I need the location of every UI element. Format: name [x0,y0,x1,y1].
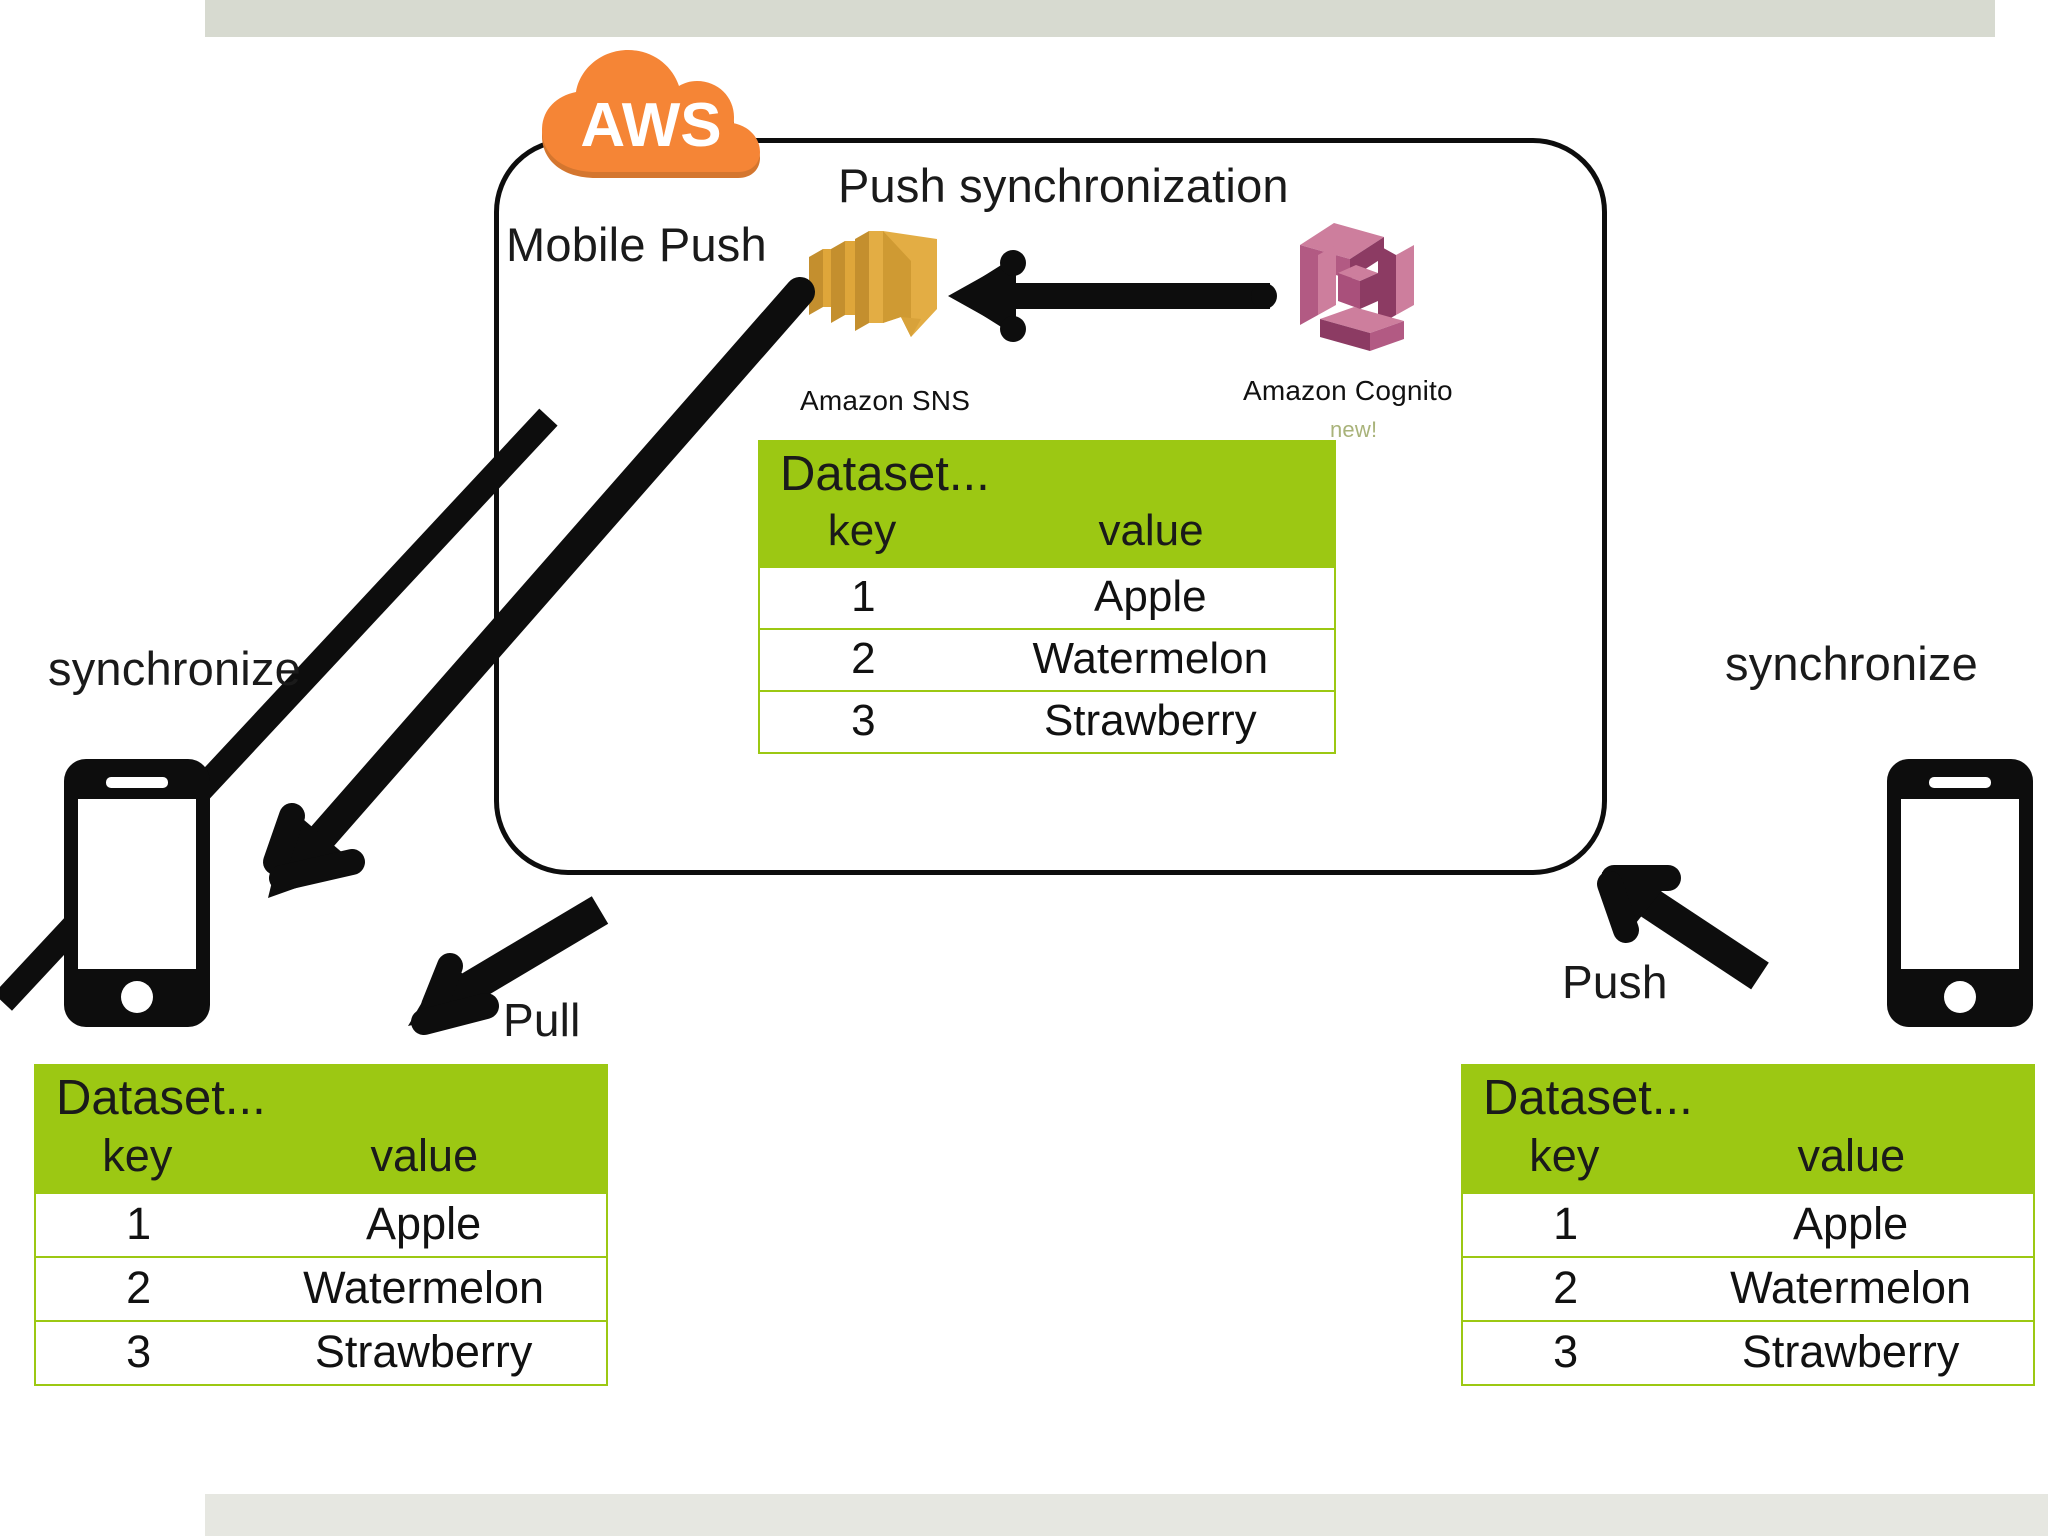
dataset-header-center: Dataset... key value [758,440,1336,569]
column-header-value: value [1098,506,1204,556]
slide-bottom-bar [205,1494,2048,1536]
cell-key: 2 [126,1262,152,1314]
column-header-value: value [370,1130,479,1182]
table-row: 1 Apple [758,568,1336,631]
dataset-table-left: Dataset... key value 1 Apple 2 Watermelo… [34,1064,608,1387]
dataset-column-headers: key value [1461,1126,2035,1190]
column-header-value: value [1797,1130,1906,1182]
cell-value: Strawberry [1043,696,1257,746]
column-header-key: key [1529,1130,1600,1182]
cell-key: 3 [851,696,876,746]
right-device-sync-label: synchronize [1725,637,1978,690]
table-row: 2 Watermelon [34,1258,608,1323]
cell-value: Watermelon [1032,634,1269,684]
table-row: 3 Strawberry [758,692,1336,755]
table-row: 3 Strawberry [34,1322,608,1387]
column-header-key: key [102,1130,173,1182]
cell-key: 2 [1553,1262,1579,1314]
cell-value: Apple [1094,572,1207,622]
dataset-column-headers: key value [34,1126,608,1190]
cell-value: Apple [366,1198,482,1250]
left-device-sync-label: synchronize [48,642,301,695]
table-row: 1 Apple [34,1194,608,1259]
aws-logo-text: AWS [580,91,721,160]
slide-top-bar [205,0,1995,37]
cell-key: 1 [126,1198,152,1250]
cell-value: Strawberry [1741,1326,1960,1378]
dataset-table-right: Dataset... key value 1 Apple 2 Watermelo… [1461,1064,2035,1387]
aws-cloud-icon: AWS [536,50,766,185]
cell-value: Watermelon [303,1262,545,1314]
cell-key: 1 [851,572,876,622]
cognito-new-badge: new! [1330,417,1378,442]
mobile-phone-icon-right [1885,757,2035,1029]
page-title: Push synchronization [838,159,1289,212]
dataset-column-headers: key value [758,502,1336,564]
cell-key: 3 [126,1326,152,1378]
cell-key: 2 [851,634,876,684]
dataset-title: Dataset... [56,1071,266,1125]
cell-value: Strawberry [314,1326,533,1378]
pull-arrow-label: Pull [503,994,581,1046]
cell-key: 1 [1553,1198,1579,1250]
column-header-key: key [827,506,897,556]
dataset-header-left: Dataset... key value [34,1064,608,1195]
table-row: 2 Watermelon [1461,1258,2035,1323]
table-row: 1 Apple [1461,1194,2035,1259]
dataset-header-right: Dataset... key value [1461,1064,2035,1195]
mobile-push-label: Mobile Push [506,218,767,271]
amazon-sns-label: Amazon SNS [800,385,971,416]
cell-value: Apple [1793,1198,1909,1250]
table-row: 2 Watermelon [758,630,1336,693]
cell-value: Watermelon [1730,1262,1972,1314]
dataset-table-center: Dataset... key value 1 Apple 2 Watermelo… [758,440,1336,755]
dataset-title: Dataset... [780,447,990,501]
table-row: 3 Strawberry [1461,1322,2035,1387]
cell-key: 3 [1553,1326,1579,1378]
amazon-sns-icon [805,225,951,345]
dataset-title: Dataset... [1483,1071,1693,1125]
push-arrow-label: Push [1562,956,1668,1008]
mobile-phone-icon-left [62,757,212,1029]
amazon-cognito-icon [1292,215,1422,355]
amazon-cognito-label: Amazon Cognito [1243,375,1453,406]
